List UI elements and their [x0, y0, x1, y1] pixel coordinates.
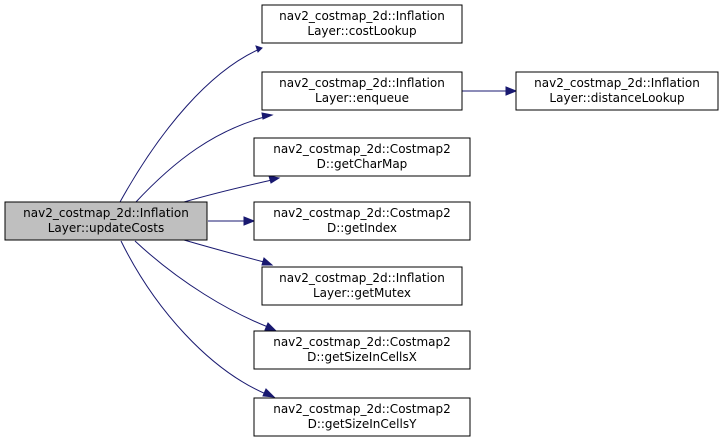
node-get-size-in-cells-x[interactable]: nav2_costmap_2d::Costmap2 D::getSizeInCe…: [253, 330, 471, 370]
edge-root-to-getsizeincellsy: [120, 240, 276, 398]
node-get-size-in-cells-x-box: [253, 330, 471, 370]
node-enqueue-box: [261, 71, 463, 111]
edge-root-to-getcharmap: [183, 175, 281, 203]
node-update-costs-line1: nav2_costmap_2d::Inflation: [23, 206, 189, 220]
node-distance-lookup-box: [515, 71, 719, 111]
node-get-size-in-cells-y-box: [253, 397, 471, 437]
node-enqueue-line1: nav2_costmap_2d::Inflation: [279, 76, 445, 90]
node-cost-lookup-box: [261, 4, 463, 44]
node-cost-lookup-line1: nav2_costmap_2d::Inflation: [279, 9, 445, 23]
node-enqueue-line2: Layer::enqueue: [315, 91, 409, 105]
node-enqueue[interactable]: nav2_costmap_2d::Inflation Layer::enqueu…: [261, 71, 463, 111]
node-get-char-map-line1: nav2_costmap_2d::Costmap2: [273, 142, 451, 156]
node-get-index[interactable]: nav2_costmap_2d::Costmap2 D::getIndex: [253, 201, 471, 241]
node-cost-lookup-line2: Layer::costLookup: [307, 24, 416, 38]
node-get-size-in-cells-x-line2: D::getSizeInCellsX: [307, 350, 417, 364]
node-get-char-map-box: [253, 137, 471, 177]
edge-root-to-costlookup: [119, 45, 263, 203]
node-get-mutex-line2: Layer::getMutex: [313, 286, 411, 300]
node-update-costs-box: [4, 201, 208, 241]
node-get-size-in-cells-y[interactable]: nav2_costmap_2d::Costmap2 D::getSizeInCe…: [253, 397, 471, 437]
node-get-index-line1: nav2_costmap_2d::Costmap2: [273, 206, 451, 220]
node-get-size-in-cells-y-line2: D::getSizeInCellsY: [308, 417, 417, 431]
node-update-costs-line2: Layer::updateCosts: [48, 221, 165, 235]
node-get-size-in-cells-y-line1: nav2_costmap_2d::Costmap2: [273, 402, 451, 416]
node-distance-lookup-line1: nav2_costmap_2d::Inflation: [534, 76, 700, 90]
node-get-char-map-line2: D::getCharMap: [317, 157, 408, 171]
node-distance-lookup-line2: Layer::distanceLookup: [549, 91, 684, 105]
node-cost-lookup[interactable]: nav2_costmap_2d::Inflation Layer::costLo…: [261, 4, 463, 44]
node-get-char-map[interactable]: nav2_costmap_2d::Costmap2 D::getCharMap: [253, 137, 471, 177]
edge-root-to-getindex: [208, 216, 256, 226]
edge-root-to-enqueue: [134, 112, 274, 204]
node-get-mutex-box: [261, 266, 463, 306]
node-distance-lookup[interactable]: nav2_costmap_2d::Inflation Layer::distan…: [515, 71, 719, 111]
node-get-mutex-line1: nav2_costmap_2d::Inflation: [279, 271, 445, 285]
node-get-index-line2: D::getIndex: [327, 221, 397, 235]
node-get-size-in-cells-x-line1: nav2_costmap_2d::Costmap2: [273, 335, 451, 349]
node-get-mutex[interactable]: nav2_costmap_2d::Inflation Layer::getMut…: [261, 266, 463, 306]
node-get-index-box: [253, 201, 471, 241]
node-update-costs[interactable]: nav2_costmap_2d::Inflation Layer::update…: [4, 201, 208, 241]
edge-enqueue-to-distancelookup: [462, 86, 518, 96]
edge-root-to-getsizeincellsx: [134, 240, 278, 332]
edge-root-to-getmutex: [183, 239, 274, 266]
